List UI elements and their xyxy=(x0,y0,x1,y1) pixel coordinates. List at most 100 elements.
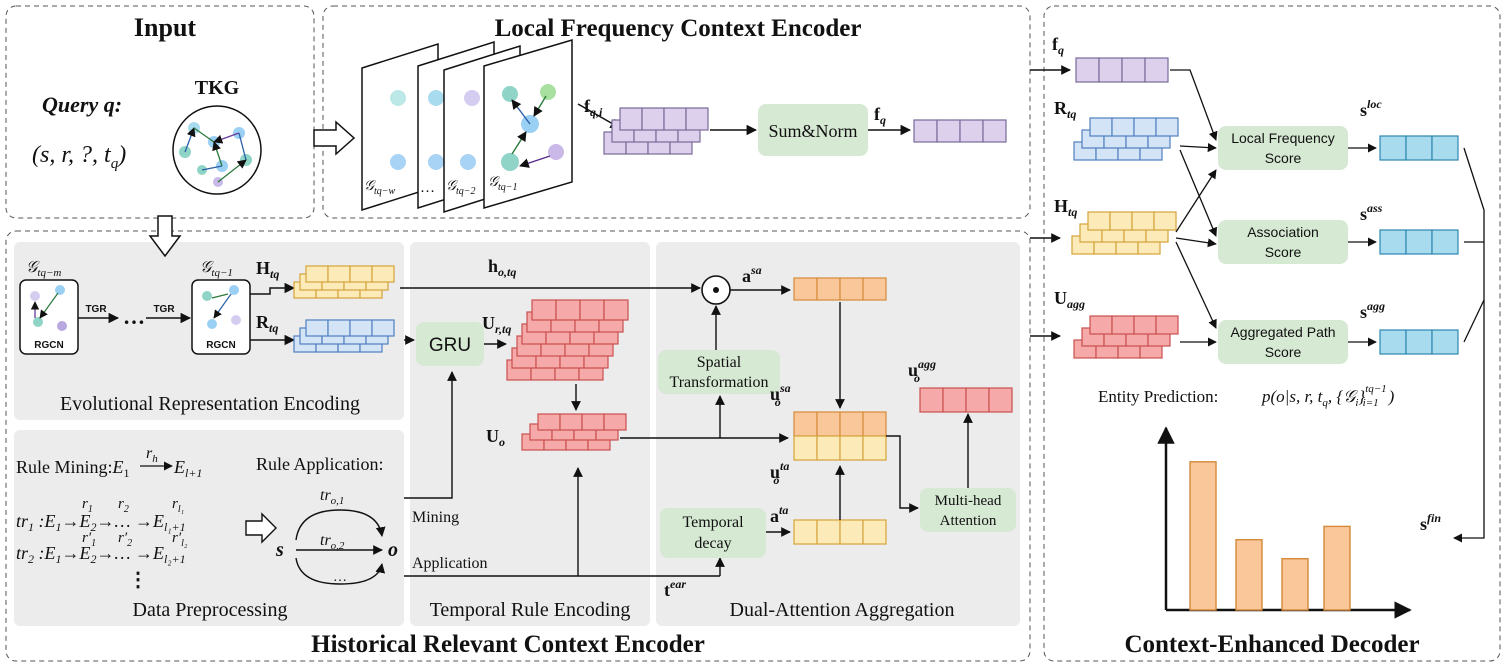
score-bars xyxy=(1189,461,1351,611)
Ur-cell xyxy=(555,299,581,321)
decR-cell xyxy=(1089,117,1113,137)
ata-cell xyxy=(793,519,818,545)
temporal-decay-label-2: decay xyxy=(694,535,731,552)
rgcn-label-2: RGCN xyxy=(206,340,235,351)
uagg-cell xyxy=(988,387,1013,413)
dec-Uagg-label: Uagg xyxy=(1054,288,1085,311)
sum-norm-label: Sum&Norm xyxy=(768,121,857,141)
o-node: o xyxy=(388,539,398,561)
redStackSmall-cell xyxy=(603,413,627,431)
u-sa-row xyxy=(793,411,887,437)
purpleStack-cell xyxy=(685,107,709,131)
uta-cell xyxy=(839,435,864,461)
input-title: Input xyxy=(134,13,196,42)
snap-label-4: 𝒢tq−1 xyxy=(488,175,518,193)
decH-cell xyxy=(1087,211,1111,231)
assoc-score-box xyxy=(1218,220,1348,264)
U-o-stack xyxy=(521,413,627,451)
usa-cell xyxy=(862,411,887,437)
Ur-cell xyxy=(579,299,605,321)
local-score-box xyxy=(1218,126,1348,170)
tgr-dots: … xyxy=(123,304,145,329)
rule-application-label: Rule Application: xyxy=(256,454,384,474)
score-bar-4 xyxy=(1323,525,1351,611)
R-label: Rtq xyxy=(256,312,278,335)
historical-title: Historical Relevant Context Encoder xyxy=(311,631,705,658)
prediction-label: Entity Prediction: xyxy=(1098,387,1218,406)
tr2-rule: tr2 :E1→E2→… →El₂+1 xyxy=(16,543,186,566)
dec-fq-cell xyxy=(1098,57,1123,83)
input-panel xyxy=(5,5,315,219)
U-r-label: Ur,tq xyxy=(482,313,511,336)
h-ot-label: ho,tq xyxy=(488,256,516,279)
uagg-cell xyxy=(965,387,990,413)
preprocess-bg xyxy=(14,430,404,626)
s-node: s xyxy=(275,539,284,561)
decR-cell xyxy=(1133,117,1157,137)
blueStackEvo-cell xyxy=(305,319,329,337)
uta-cell xyxy=(793,435,818,461)
s-ass-label: sass xyxy=(1360,201,1383,224)
a-sa-label: asa xyxy=(742,263,762,286)
yellowStackEvo-cell xyxy=(371,265,395,283)
s-agg-cell xyxy=(1379,329,1407,355)
fq-row-local xyxy=(913,119,1007,143)
sum-norm-box xyxy=(758,104,868,156)
s-ass-cell xyxy=(1431,229,1459,255)
svg-text:r2: r2 xyxy=(118,496,129,515)
purple-stack xyxy=(603,107,709,155)
U-o-label: Uo xyxy=(486,426,505,449)
snap-label-3: 𝒢tq−2 xyxy=(446,179,476,197)
yellowStackEvo-cell xyxy=(349,265,373,283)
yellowStackEvo-cell xyxy=(305,265,329,283)
asa-cell xyxy=(862,277,887,301)
decH-cell xyxy=(1153,211,1177,231)
gru-label: GRU xyxy=(429,335,471,356)
Ur-cell xyxy=(603,299,629,321)
U-r-stack xyxy=(506,299,629,381)
u-ta-row xyxy=(793,435,887,461)
s-fin-label: sfin xyxy=(1420,511,1441,534)
decR-cell xyxy=(1155,117,1179,137)
svg-text:⋮: ⋮ xyxy=(128,569,148,591)
tr-more: … xyxy=(333,570,347,585)
dec-fq-cell xyxy=(1075,57,1100,83)
dec-fq-row xyxy=(1075,57,1169,83)
ata-cell xyxy=(839,519,864,545)
blueStackEvo-cell xyxy=(371,319,395,337)
fq-local-cell xyxy=(936,119,961,143)
uagg-cell xyxy=(942,387,967,413)
g-1-label: 𝒢tq−1 xyxy=(200,259,233,279)
redStackSmall-cell xyxy=(537,413,561,431)
spatial-label-1: Spatial xyxy=(697,354,742,371)
gru-box xyxy=(416,322,484,366)
s-agg-label: sagg xyxy=(1360,299,1385,322)
g-m-label: 𝒢tq−m xyxy=(26,259,61,279)
H-label: Htq xyxy=(256,258,279,281)
purpleStack-cell xyxy=(641,107,665,131)
decoder-title: Context-Enhanced Decoder xyxy=(1124,631,1419,658)
decH-cell xyxy=(1131,211,1155,231)
decU-cell xyxy=(1111,315,1135,335)
ata-cell xyxy=(816,519,841,545)
dec-Uagg-stack xyxy=(1073,315,1179,359)
snap-label-1: 𝒢tq−w xyxy=(364,179,395,197)
decH-cell xyxy=(1109,211,1133,231)
usa-cell xyxy=(793,411,818,437)
rule-mining-label: Rule Mining:E1 xyxy=(16,457,130,480)
purpleStack-cell xyxy=(619,107,643,131)
dec-fq-cell xyxy=(1121,57,1146,83)
hollow-arrow-down xyxy=(148,215,182,258)
H-stack xyxy=(293,265,395,299)
tgr-label-1: TGR xyxy=(85,304,107,315)
s-agg-cell xyxy=(1405,329,1433,355)
dec-R-stack xyxy=(1073,117,1179,161)
uta-cell xyxy=(862,435,887,461)
a-sa-row xyxy=(793,277,887,301)
local-score-label-2: Score xyxy=(1265,150,1302,166)
multihead-box xyxy=(920,488,1016,532)
